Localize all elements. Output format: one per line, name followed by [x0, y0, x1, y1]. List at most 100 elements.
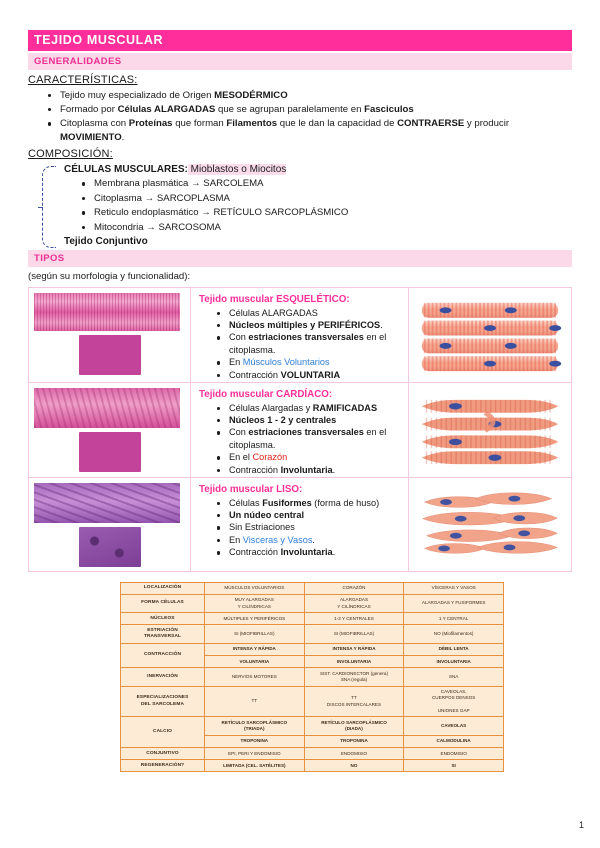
table-cell: 1-2 Y CENTRALES [303, 612, 405, 626]
table-cell: CAVEOLAS [403, 716, 504, 736]
table-row-header: CONJUNTIVO [120, 747, 205, 761]
emphasis: Un núdeo central [229, 510, 305, 521]
table-cell: SI (MIOFIBRILLAS) [204, 624, 305, 644]
muscle-types-table: Tejido muscular ESQUELÉTICO: Células ALAR… [28, 286, 572, 572]
composicion-heading-bold: CÉLULAS MUSCULARES: [64, 164, 188, 176]
emphasis: Núcleos 1 - 2 y centrales [229, 415, 337, 426]
muscle-type-row: Tejido muscular ESQUELÉTICO: Células ALAR… [28, 286, 572, 382]
text-run: Células Alargadas y [229, 402, 313, 413]
bullet-item: Reticulo endoplasmático → RETÍCULO SARCO… [80, 206, 572, 220]
emphasis: CONTRAERSE [397, 118, 465, 130]
histology-cell [29, 382, 191, 477]
table-cell: INTENSA Y RÁPIDA [204, 642, 305, 657]
composicion-heading: CÉLULAS MUSCULARES: Mioblastos o Miocito… [64, 164, 572, 176]
emphasis: Fusiformes [262, 497, 312, 508]
text-run: y producir [464, 118, 510, 130]
bullet-item: Núcleos 1 - 2 y centrales [215, 414, 402, 426]
section-heading-tipos: TIPOS [28, 250, 572, 267]
table-cell: VOLUNTARIA [204, 655, 305, 669]
bullet-item: En el Corazón [215, 451, 402, 463]
emphasis: Núcleos múltiples y PERIFÉRICOS [229, 320, 381, 331]
bullet-item: En Músculos Voluntarios [215, 356, 402, 368]
table-cell: TROPONINA [303, 734, 405, 749]
text-run: En [229, 357, 243, 368]
histology-image-cross-section [78, 334, 141, 375]
bullet-item: Células ALARGADAS [215, 307, 402, 319]
bullet-item: Citoplasma → SARCOPLASMA [80, 192, 572, 206]
text-run: Corazón [252, 452, 288, 463]
table-cell: MÚSCULOS VOLUNTARIOS [204, 581, 305, 595]
histology-image-cross-section [78, 526, 141, 567]
table-cell: DÉBIL LENTA [403, 642, 504, 657]
table-cell: SI (MIOFIBRILLAS) [303, 624, 405, 644]
text-run: Con [229, 427, 249, 438]
table-cell: TROPONINA [204, 734, 305, 749]
caracteristicas-list: Tejido muy especializado de Origen MESOD… [46, 89, 572, 145]
text-run: Con [229, 332, 249, 343]
text-run: Tejido muy especializado de Origen [60, 89, 215, 101]
table-row: REGENERACIÓN?LIMITADA (CEL. SATÉLITES)NO… [120, 759, 504, 773]
text-run: que forman [172, 118, 227, 130]
table-row-header: FORMA CÉLULAS [120, 593, 205, 614]
text-run: Citoplasma con [60, 118, 129, 130]
table-row-header: LOCALIZACIÓN [120, 581, 205, 595]
muscle-type-title: Tejido muscular ESQUELÉTICO: [199, 293, 350, 305]
bullet-item: Tejido muy especializado de Origen MESOD… [46, 89, 572, 102]
bullet-item: Células Alargadas y RAMIFICADAS [215, 402, 402, 414]
bullet-item: Formado por Células ALARGADAS que se agr… [46, 103, 572, 116]
text-run: Contracción [229, 464, 281, 475]
bullet-item: Mitocondria → SARCOSOMA [80, 221, 572, 235]
emphasis: Involuntaria [280, 464, 333, 475]
table-cell: CALMODULINA [403, 734, 504, 749]
table-cell: TT [204, 685, 305, 718]
text-run: . [332, 547, 336, 558]
muscle-type-bullets: Células Fusiformes (forma de huso)Un núd… [215, 497, 402, 559]
emphasis: Proteínas [128, 118, 173, 130]
table-row-header: REGENERACIÓN? [120, 759, 205, 773]
histology-cell [29, 477, 191, 571]
bullet-item: Sin Estriaciones [215, 521, 402, 533]
text-run: . [312, 534, 315, 545]
table-cell: CORAZÓN [303, 581, 405, 595]
histology-image-longitudinal [34, 387, 180, 428]
histology-image-longitudinal [34, 482, 180, 523]
text-run: Células [229, 497, 263, 508]
tipos-note: (según su morfologia y funcionalidad): [28, 270, 191, 282]
text-run: Células ALARGADAS [229, 307, 318, 318]
muscle-diagram-cell [409, 478, 571, 571]
bullet-item: Contracción Involuntaria. [215, 546, 402, 558]
emphasis: Células ALARGADAS [117, 103, 216, 115]
text-run: Sin Estriaciones [229, 522, 295, 533]
table-cell: 1 Y CENTRAL [403, 612, 504, 626]
table-cell: NERVIOS MOTORES [204, 667, 305, 687]
table-cell: SNA [403, 667, 504, 687]
bullet-item: Núcleos múltiples y PERIFÉRICOS. [215, 319, 402, 331]
table-cell: RETÍCULO SARCOPLÁSMICO(TRIADA) [204, 716, 305, 736]
table-cell: VÍSCERAS Y VASOS [403, 581, 504, 595]
muscle-type-description: Tejido muscular CARDÍACO:Células Alargad… [191, 382, 409, 477]
bullet-item: Con estriaciones transversales en el cit… [215, 331, 402, 356]
bullet-item: Con estriaciones transversales en el cit… [215, 426, 402, 451]
emphasis: VOLUNTARIA [280, 369, 341, 380]
section-label-composicion: COMPOSICIÓN: [28, 148, 113, 161]
text-run: en el citoplasma. [229, 427, 387, 450]
emphasis: estriaciones transversales [248, 427, 364, 438]
